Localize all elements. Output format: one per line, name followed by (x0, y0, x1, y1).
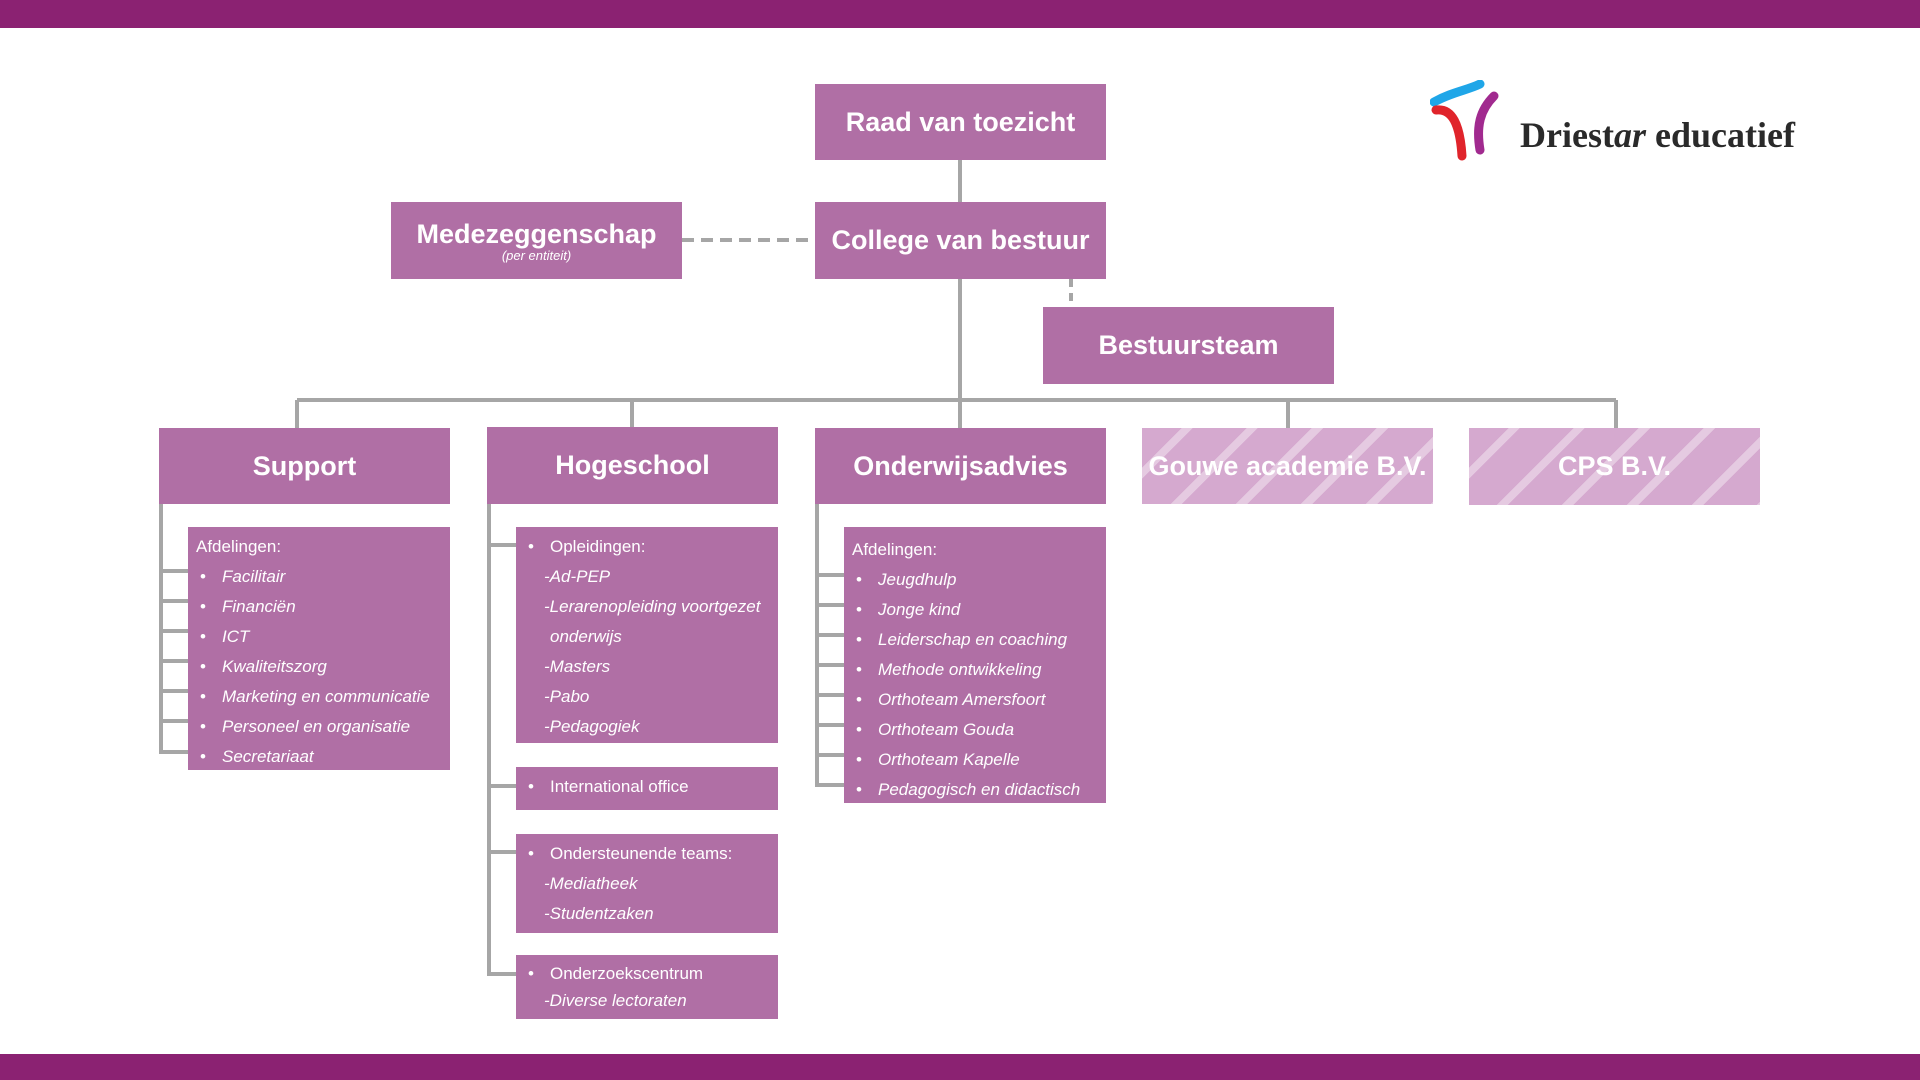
gouwe-academie-box: Gouwe academie B.V. (1142, 428, 1433, 504)
list-item: Orthoteam Kapelle (852, 745, 1106, 775)
onderwijsadvies-departments-panel: Afdelingen: Jeugdhulp Jonge kind Leiders… (844, 527, 1106, 805)
onderzoekscentrum-panel: Onderzoekscentrum -Diverse lectoraten (516, 955, 778, 1019)
bestuursteam-label: Bestuursteam (1098, 330, 1279, 360)
opleidingen-heading: Opleidingen: (524, 532, 778, 562)
onderzoekscentrum-heading: Onderzoekscentrum (524, 960, 778, 988)
onderwijsadvies-departments-heading: Afdelingen: (852, 540, 938, 559)
support-departments-heading: Afdelingen: (196, 537, 282, 556)
list-item: Personeel en organisatie (196, 712, 450, 742)
cps-box: CPS B.V. (1469, 428, 1760, 505)
list-item: Secretariaat (196, 742, 450, 772)
list-item: Leiderschap en coaching (852, 625, 1106, 655)
list-item: Kwaliteitszorg (196, 652, 450, 682)
list-item: onderwijs (550, 627, 622, 646)
international-office-panel: International office (516, 767, 778, 810)
top-band (0, 0, 1920, 28)
college-van-bestuur-box: College van bestuur (815, 202, 1106, 279)
driestar-logo-mark-icon (1429, 79, 1499, 161)
list-item: -Lerarenopleiding voortgezet (544, 597, 761, 616)
driestar-logo: Driestar educatief (1429, 79, 1820, 170)
hogeschool-box: Hogeschool (487, 427, 778, 504)
list-item: -Ad-PEP (544, 567, 611, 586)
cps-label: CPS B.V. (1557, 451, 1672, 481)
international-office-heading: International office (524, 772, 778, 802)
list-item: -Masters (544, 657, 611, 676)
opleidingen-panel: Opleidingen: -Ad-PEP -Lerarenopleiding v… (516, 527, 778, 743)
ondersteunende-teams-heading: Ondersteunende teams: (524, 839, 778, 869)
list-item: -Studentzaken (544, 904, 654, 923)
list-item: Marketing en communicatie (196, 682, 450, 712)
college-van-bestuur-label: College van bestuur (831, 225, 1090, 255)
support-departments-list: Facilitair Financiën ICT Kwaliteitszorg … (196, 562, 450, 772)
list-item: Financiën (196, 592, 450, 622)
gouwe-academie-label: Gouwe academie B.V. (1148, 450, 1427, 481)
list-item: -Mediatheek (544, 874, 638, 893)
medezeggenschap-sublabel: (per entiteit) (501, 247, 572, 263)
support-box: Support (159, 428, 450, 504)
list-item: Methode ontwikkeling (852, 655, 1106, 685)
raad-van-toezicht-label: Raad van toezicht (845, 106, 1076, 137)
list-item: ICT (196, 622, 450, 652)
support-departments-panel: Afdelingen: Facilitair Financiën ICT Kwa… (188, 527, 450, 772)
logo-wordmark: Driestar educatief (1520, 115, 1795, 155)
onderwijsadvies-departments-list: Jeugdhulp Jonge kind Leiderschap en coac… (852, 565, 1106, 805)
hogeschool-label: Hogeschool (555, 450, 710, 480)
list-item: Orthoteam Gouda (852, 715, 1106, 745)
onderwijsadvies-box: Onderwijsadvies (815, 428, 1106, 504)
medezeggenschap-label: Medezeggenschap (416, 218, 657, 249)
list-item: Jonge kind (852, 595, 1106, 625)
medezeggenschap-box: Medezeggenschap (per entiteit) (391, 202, 682, 279)
list-item: Facilitair (196, 562, 450, 592)
list-item: Orthoteam Amersfoort (852, 685, 1106, 715)
bottom-band (0, 1054, 1920, 1080)
list-item: Pedagogisch en didactisch (852, 775, 1106, 805)
list-item: -Pedagogiek (544, 717, 640, 736)
bestuursteam-box: Bestuursteam (1043, 307, 1334, 384)
onderwijsadvies-label: Onderwijsadvies (853, 450, 1068, 481)
raad-van-toezicht-box: Raad van toezicht (815, 84, 1106, 160)
list-item: -Pabo (544, 687, 590, 706)
ondersteunende-teams-panel: Ondersteunende teams: -Mediatheek -Stude… (516, 834, 778, 933)
support-label: Support (252, 450, 357, 481)
list-item: -Diverse lectoraten (544, 991, 687, 1010)
list-item: Jeugdhulp (852, 565, 1106, 595)
